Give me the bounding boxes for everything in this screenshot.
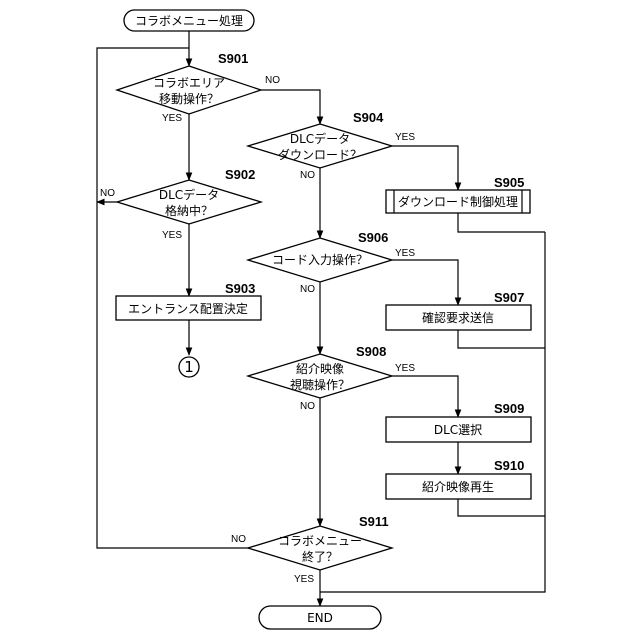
s911-line1: コラボメニュー xyxy=(278,534,362,548)
s902-yes-label: YES xyxy=(162,230,182,241)
decision-s904: DLCデータ ダウンロード？ S904 YES NO xyxy=(248,110,415,181)
s906-yes-label: YES xyxy=(395,248,415,259)
s908-line2: 視聴操作？ xyxy=(290,377,350,392)
start-label: コラボメニュー処理 xyxy=(135,14,243,28)
edge-s907-merge xyxy=(458,330,545,348)
s906-no-label: NO xyxy=(300,284,315,295)
s908-line1: 紹介映像 xyxy=(296,362,344,376)
decision-s908: 紹介映像 視聴操作？ S908 YES NO xyxy=(248,344,415,412)
s902-id: S902 xyxy=(225,167,255,182)
s911-line2: 終了？ xyxy=(302,549,338,564)
s911-no-label: NO xyxy=(231,534,246,545)
s911-id: S911 xyxy=(359,514,389,529)
s903-text: エントランス配置決定 xyxy=(128,301,248,316)
edge-s906-yes xyxy=(392,260,458,305)
s901-id: S901 xyxy=(218,51,248,66)
connector-1: 1 xyxy=(179,357,199,377)
edge-s904-yes xyxy=(392,146,458,190)
s905-id: S905 xyxy=(494,175,524,190)
s906-id: S906 xyxy=(358,230,388,245)
s909-text: DLC選択 xyxy=(434,423,482,437)
decision-s911: コラボメニュー 終了？ S911 NO YES xyxy=(231,514,392,585)
edge-s908-yes xyxy=(392,376,458,417)
end-label: END xyxy=(307,611,333,625)
s904-id: S904 xyxy=(353,110,384,125)
s901-yes-label: YES xyxy=(162,113,182,124)
s904-line1: DLCデータ xyxy=(290,131,350,146)
s902-line2: 格納中？ xyxy=(165,203,213,218)
s902-no-label: NO xyxy=(100,188,115,199)
s904-line2: ダウンロード？ xyxy=(278,147,362,162)
s901-line1: コラボエリア xyxy=(153,76,225,90)
s908-no-label: NO xyxy=(300,401,315,412)
s904-no-label: NO xyxy=(300,170,315,181)
s903-id: S903 xyxy=(225,281,255,296)
s902-line1: DLCデータ xyxy=(159,187,219,202)
s908-yes-label: YES xyxy=(395,363,415,374)
edge-s905-merge xyxy=(458,213,545,232)
s911-yes-label: YES xyxy=(294,574,314,585)
connector-label: 1 xyxy=(184,358,194,376)
s907-id: S907 xyxy=(494,290,524,305)
edge-s901-no xyxy=(261,90,320,124)
s904-yes-label: YES xyxy=(395,132,415,143)
s908-id: S908 xyxy=(356,344,386,359)
end-terminal: END xyxy=(259,606,381,629)
s906-text: コード入力操作？ xyxy=(272,252,368,267)
s910-id: S910 xyxy=(494,458,524,473)
decision-s902: DLCデータ 格納中？ S902 NO YES xyxy=(100,167,261,241)
decision-s906: コード入力操作？ S906 YES NO xyxy=(248,230,415,295)
s910-text: 紹介映像再生 xyxy=(422,480,494,494)
s905-text: ダウンロード制御処理 xyxy=(398,194,518,209)
s907-text: 確認要求送信 xyxy=(422,310,494,325)
s901-line2: 移動操作？ xyxy=(159,91,219,106)
s909-id: S909 xyxy=(494,401,524,416)
edge-s910-merge xyxy=(458,499,545,516)
start-terminal: コラボメニュー処理 xyxy=(124,10,254,31)
decision-s901: コラボエリア 移動操作？ S901 NO YES xyxy=(117,51,280,124)
s901-no-label: NO xyxy=(265,75,280,86)
